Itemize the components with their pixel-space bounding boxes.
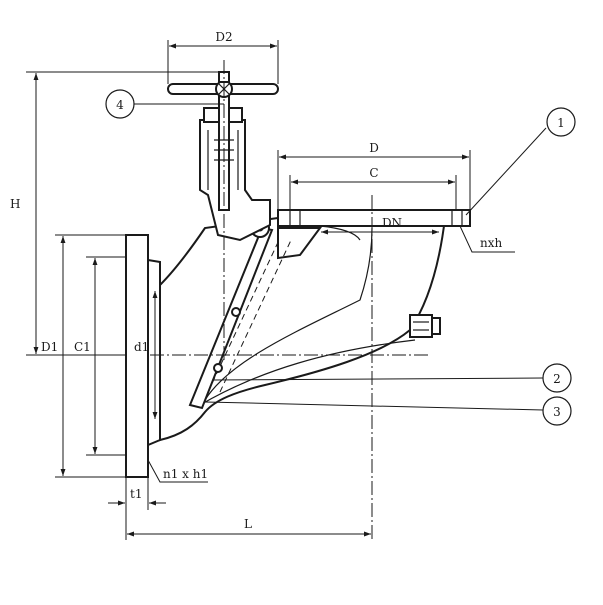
- dim-label-d1-upper: D1: [41, 340, 58, 354]
- dim-label-nxh: nxh: [480, 236, 502, 250]
- dim-label-d: D: [369, 141, 379, 155]
- callout-3-label: 3: [553, 405, 561, 419]
- callout-leaders: [134, 103, 547, 411]
- callout-3: 3: [542, 396, 572, 426]
- disc-plate: [188, 226, 274, 410]
- dim-label-d1-lower: d1: [134, 340, 149, 354]
- callout-4: 4: [105, 89, 135, 119]
- callout-4-label: 4: [116, 98, 124, 112]
- dim-label-c: C: [369, 166, 378, 180]
- center-lines: [150, 60, 430, 540]
- dim-label-t1: t1: [130, 487, 142, 501]
- disc-pin-lower: [213, 363, 223, 373]
- disc-pin-upper: [231, 307, 241, 317]
- valve-body: [125, 209, 471, 478]
- callout-1-label: 1: [557, 116, 565, 130]
- callout-2-label: 2: [553, 372, 561, 386]
- callout-1: 1: [546, 107, 576, 137]
- dimension-labels: D2 H D C DN nxh D1 C1 d1 n1 x h1 t1 L: [10, 30, 502, 531]
- dim-label-d2: D2: [215, 30, 232, 44]
- stem-assembly: [167, 71, 279, 242]
- dim-label-dn: DN: [382, 216, 402, 230]
- body-bolt: [409, 314, 433, 338]
- inlet-neck: [147, 258, 161, 447]
- body-inner-wall: [204, 227, 373, 401]
- inlet-flange: [125, 234, 149, 478]
- dim-label-c1: C1: [74, 340, 91, 354]
- dim-label-n1xh1: n1 x h1: [163, 467, 208, 481]
- outlet-flange: [277, 209, 471, 227]
- dim-label-l: L: [244, 517, 252, 531]
- yoke: [199, 119, 271, 242]
- dim-label-h: H: [10, 197, 20, 211]
- bonnet-boss: [277, 227, 322, 260]
- callout-2: 2: [542, 363, 572, 393]
- dimension-lines: [26, 40, 515, 540]
- body-shell: [159, 213, 447, 442]
